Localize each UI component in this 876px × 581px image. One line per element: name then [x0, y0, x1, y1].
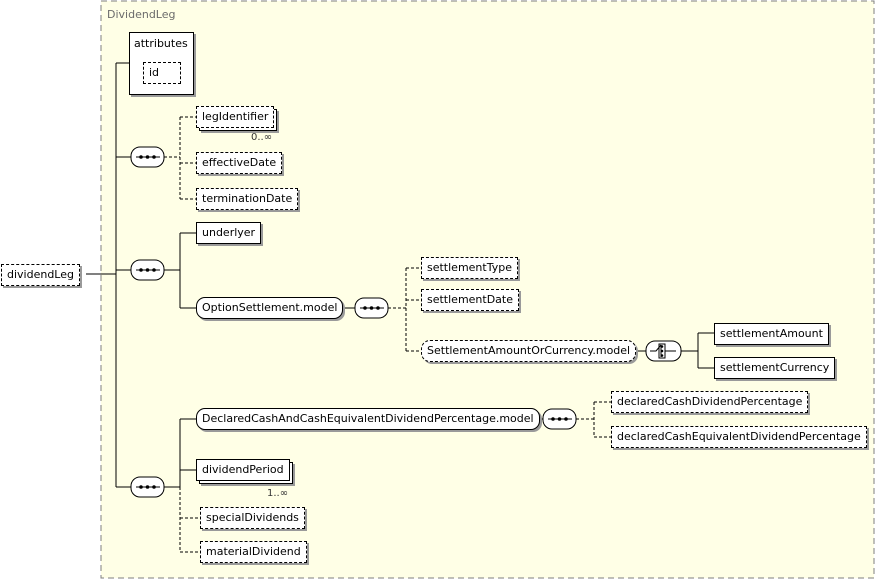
element-termination-date[interactable]: terminationDate	[196, 188, 299, 210]
leg-identifier-cardinality: 0..∞	[251, 132, 273, 143]
element-declared-cash-equivalent-dividend-percentage[interactable]: declaredCashEquivalentDividendPercentage	[611, 426, 867, 448]
container-title: DividendLeg	[107, 8, 176, 21]
model-settlement-amount-or-currency[interactable]: SettlementAmountOrCurrency.model	[421, 340, 637, 362]
attributes-box: attributes id	[129, 32, 194, 95]
attribute-id[interactable]: id	[143, 62, 181, 84]
element-effective-date[interactable]: effectiveDate	[196, 152, 283, 174]
sequence-compositor-3	[130, 476, 165, 498]
element-settlement-type[interactable]: settlementType	[421, 257, 518, 279]
element-settlement-amount[interactable]: settlementAmount	[714, 323, 829, 345]
dividend-period-cardinality: 1..∞	[267, 488, 289, 499]
element-special-dividends[interactable]: specialDividends	[200, 507, 305, 529]
sequence-compositor-2	[130, 259, 165, 281]
element-leg-identifier[interactable]: legIdentifier	[196, 106, 275, 128]
sequence-compositor-1	[130, 146, 165, 168]
element-dividend-period[interactable]: dividendPeriod	[196, 459, 290, 481]
element-underlyer[interactable]: underlyer	[196, 222, 262, 244]
attributes-title: attributes	[134, 37, 188, 50]
element-settlement-currency[interactable]: settlementCurrency	[714, 357, 836, 379]
root-element-dividend-leg[interactable]: dividendLeg	[1, 264, 80, 286]
sequence-compositor-declared	[542, 408, 577, 430]
element-declared-cash-dividend-percentage[interactable]: declaredCashDividendPercentage	[611, 391, 809, 413]
sequence-compositor-option-settlement	[354, 297, 389, 319]
element-settlement-date[interactable]: settlementDate	[421, 289, 520, 311]
choice-compositor	[645, 340, 682, 362]
model-option-settlement[interactable]: OptionSettlement.model	[196, 297, 344, 319]
element-material-dividend[interactable]: materialDividend	[200, 541, 307, 563]
model-declared-cash-dividend-percentage[interactable]: DeclaredCashAndCashEquivalentDividendPer…	[196, 408, 540, 430]
